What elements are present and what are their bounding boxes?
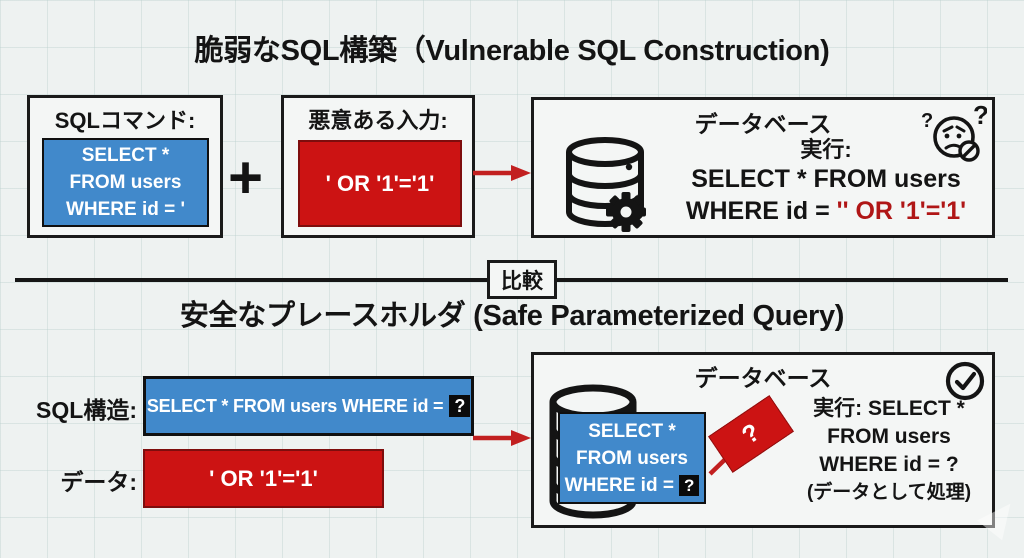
- vulnerable-database-panel: データベース ? ?: [531, 97, 995, 238]
- exec-sql-injected-part: '' OR '1'='1': [836, 197, 967, 225]
- sql-command-header: SQLコマンド:: [54, 108, 196, 133]
- exec-sql-line1: SELECT * FROM users: [691, 165, 961, 193]
- database-icon: [566, 137, 646, 232]
- parameterized-query-code: SELECT * FROM users WHERE id =?: [558, 412, 706, 504]
- exec-label: 実行:: [800, 137, 852, 162]
- sql-command-panel: SQLコマンド: SELECT * FROM users WHERE id = …: [27, 95, 223, 238]
- malicious-input-header: 悪意ある入力:: [308, 108, 448, 133]
- sql-line: SELECT *: [588, 420, 676, 442]
- vulnerable-section-title: 脆弱なSQL構築（Vulnerable SQL Construction): [194, 35, 830, 67]
- sql-command-code: SELECT * FROM users WHERE id = ': [42, 138, 209, 227]
- exec-line: (データとして処理): [806, 482, 972, 503]
- exec-line: 実行: SELECT *: [813, 397, 965, 420]
- sql-line: WHERE id = ': [65, 199, 186, 220]
- database-header: データベース: [694, 365, 832, 391]
- malicious-input-panel: 悪意ある入力: ' OR '1'='1': [281, 95, 475, 238]
- placeholder-token: ?: [449, 394, 471, 418]
- arrow-right-icon: [473, 430, 531, 446]
- sql-structure-label: SQL構造:: [36, 397, 137, 423]
- gear-icon: [606, 192, 646, 232]
- execution-text: 実行: SELECT * FROM users WHERE id = '' OR…: [660, 136, 992, 227]
- exec-line: WHERE id = ?: [819, 453, 959, 476]
- sql-line: FROM users: [69, 172, 182, 193]
- malicious-input-value: ' OR '1'='1': [298, 140, 462, 227]
- sql-structure-bar: SELECT * FROM users WHERE id = ?: [143, 376, 474, 436]
- check-circle-icon: [945, 361, 985, 401]
- svg-text:?: ?: [973, 103, 987, 130]
- confused-face-icon: ? ?: [921, 103, 987, 162]
- placeholder-token: ?: [678, 474, 700, 496]
- sql-structure-text: SELECT * FROM users WHERE id =: [146, 395, 444, 416]
- sql-line3-prefix: WHERE id =: [564, 474, 674, 496]
- arrow-right-icon: [473, 165, 531, 181]
- database-header: データベース: [694, 111, 832, 137]
- data-label: データ:: [60, 469, 137, 495]
- sql-line: SELECT *: [81, 145, 170, 166]
- exec-sql-line2-prefix: WHERE id =: [685, 197, 837, 225]
- comparison-badge: 比較: [487, 260, 557, 299]
- plus-sign: +: [228, 144, 264, 211]
- safe-database-panel: データベース SELECT * FROM users WHERE id =?: [531, 352, 995, 528]
- safe-section-title: 安全なプレースホルダ (Safe Parameterized Query): [179, 300, 845, 332]
- data-value-bar: ' OR '1'='1': [143, 449, 384, 508]
- sql-line: FROM users: [576, 447, 688, 469]
- exec-line: FROM users: [827, 425, 951, 448]
- svg-text:?: ?: [921, 110, 933, 132]
- execution-text: 実行: SELECT * FROM users WHERE id = ? (デー…: [786, 395, 992, 507]
